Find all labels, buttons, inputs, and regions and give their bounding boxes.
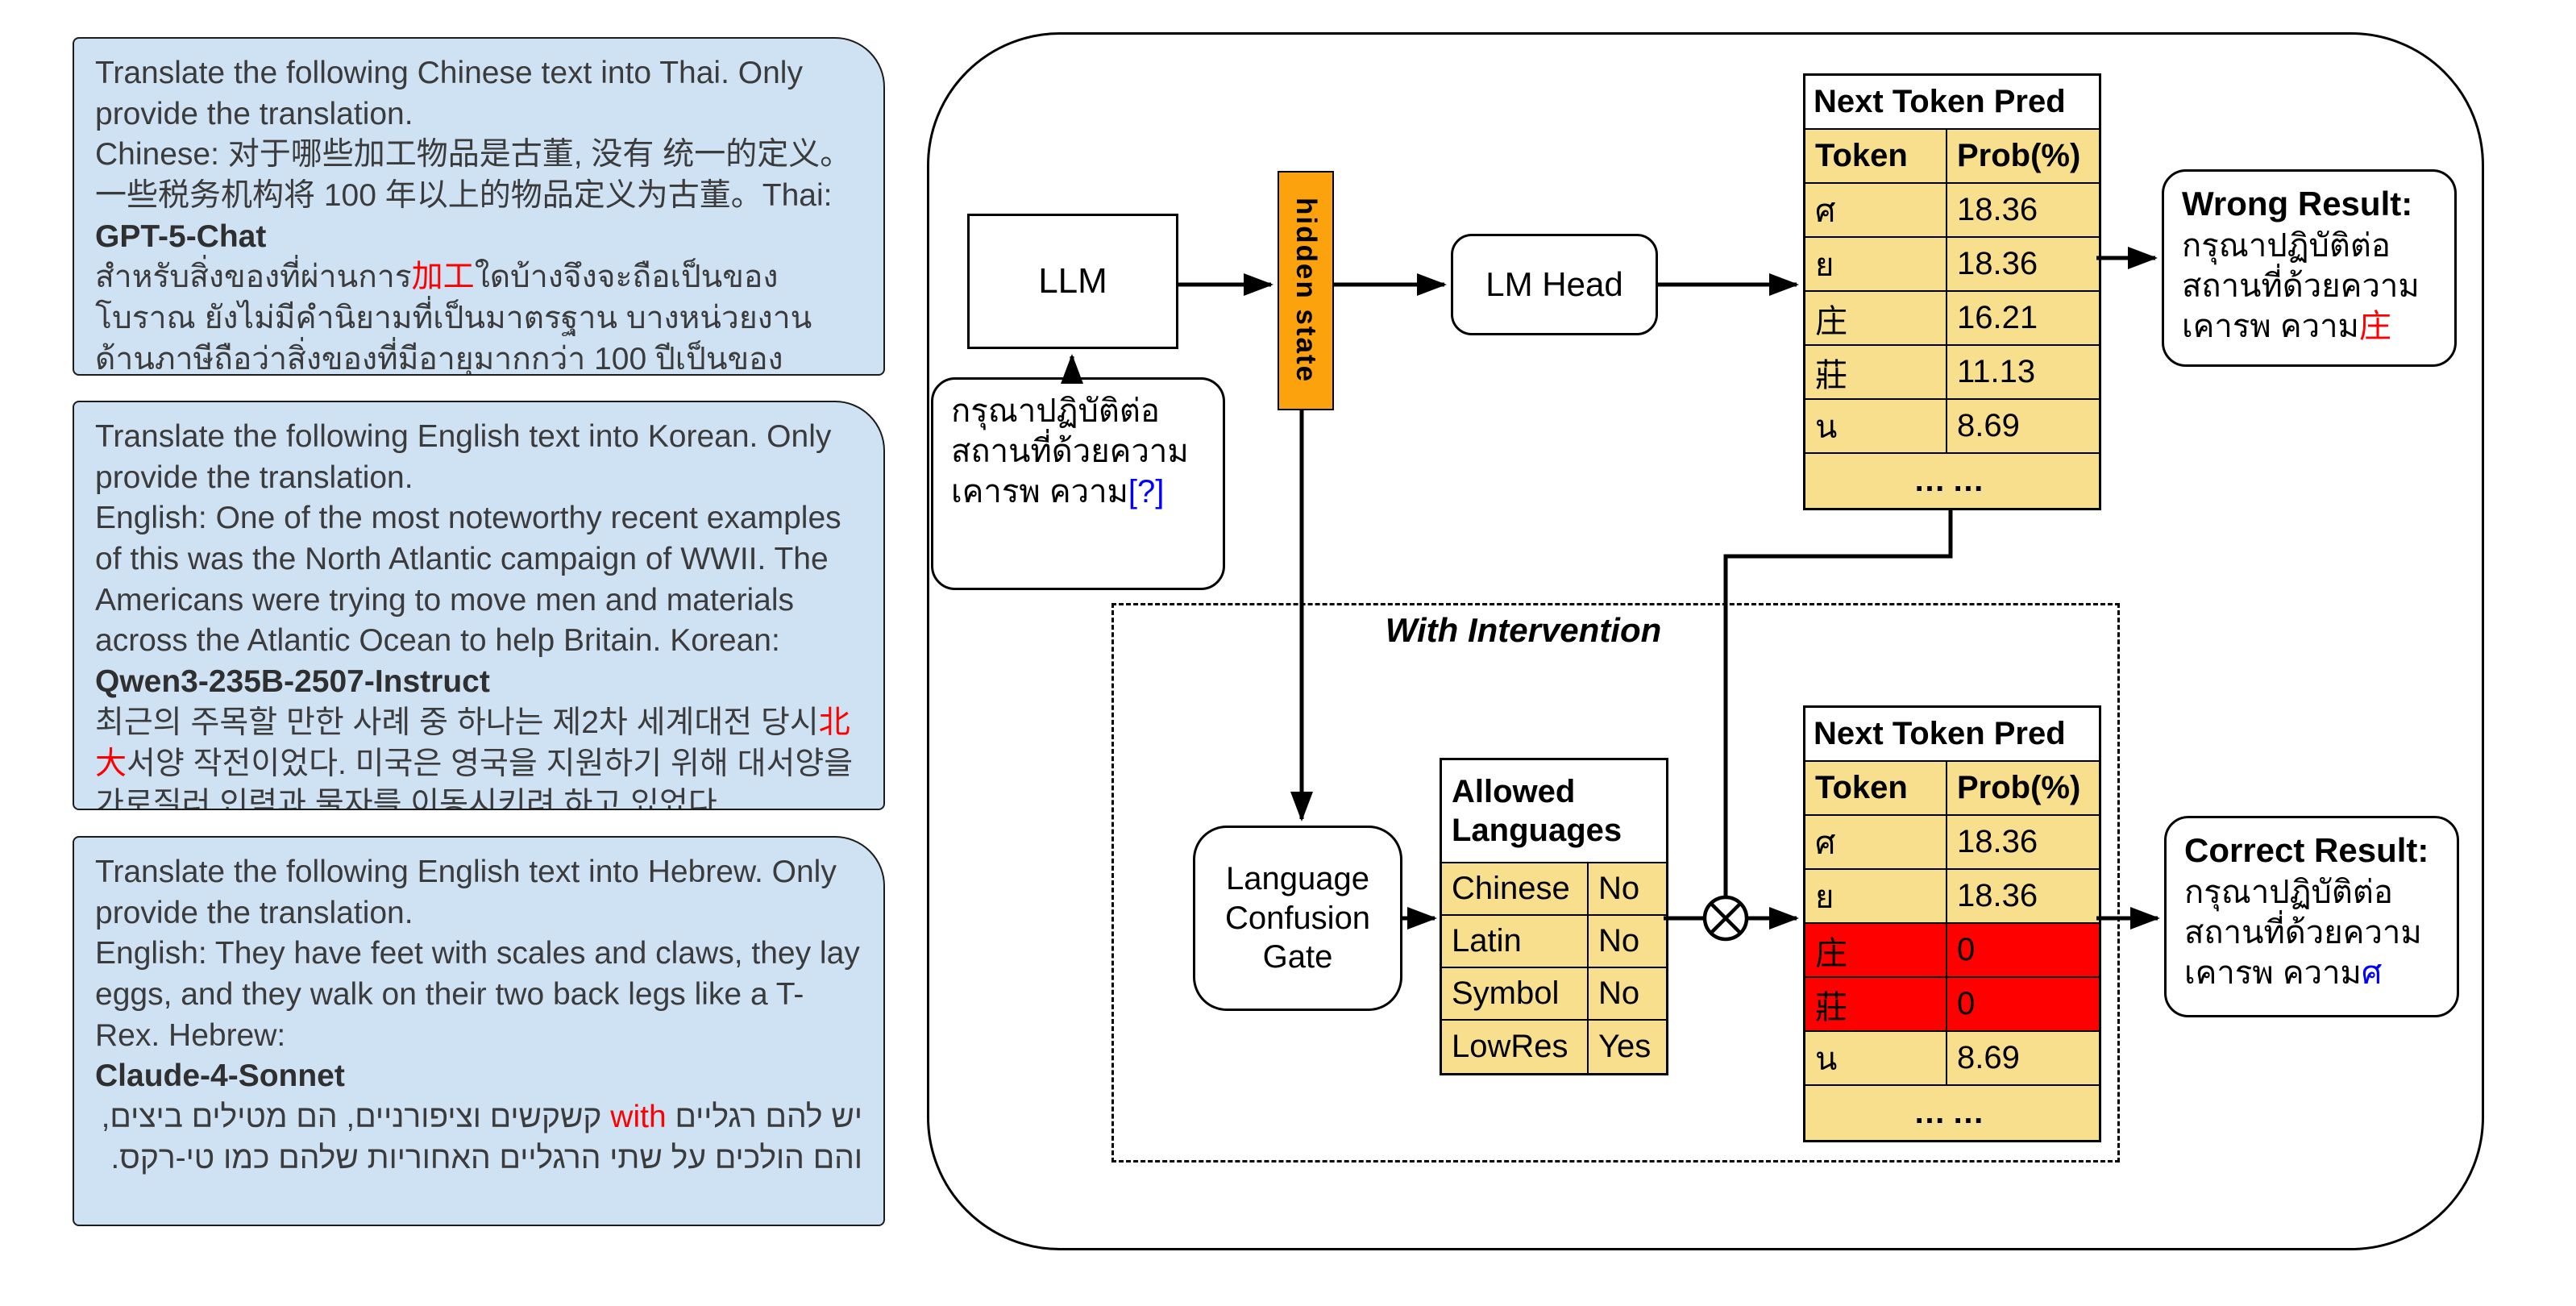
- source-text: English: They have feet with scales and …: [95, 936, 869, 1053]
- example-card-hebrew: Translate the following English text int…: [73, 836, 885, 1226]
- unknown-token: [?]: [1128, 474, 1165, 510]
- prob-cell: 16.21: [1947, 292, 2099, 346]
- token-cell-blocked: 莊: [1805, 978, 1947, 1032]
- model-output-pre: สำหรับสิ่งของที่ผ่านการ: [95, 260, 412, 295]
- language-cell: Chinese: [1442, 863, 1589, 916]
- llm-label: LLM: [1038, 261, 1107, 301]
- token-cell: ศ: [1805, 816, 1947, 870]
- lm-head-node: LM Head: [1451, 234, 1658, 335]
- column-header-prob: Prob(%): [1947, 762, 2099, 816]
- allowed-languages-table: Allowed Languages Chinese No Latin No Sy…: [1440, 758, 1668, 1075]
- prob-cell: 18.36: [1947, 184, 2099, 238]
- example-card-korean: Translate the following English text int…: [73, 401, 885, 810]
- prompt-line: เคารพ ความ: [951, 474, 1128, 510]
- example-card-thai: Translate the following Chinese text int…: [73, 37, 885, 376]
- allowed-cell: No: [1589, 968, 1666, 1021]
- model-name: Claude-4-Sonnet: [95, 1059, 345, 1094]
- token-cell: 莊: [1805, 346, 1947, 400]
- prompt-instruction: Translate the following Chinese text int…: [95, 56, 812, 131]
- prompt-line: สถานที่ด้วยความ: [951, 434, 1189, 469]
- allowed-cell: No: [1589, 863, 1666, 916]
- model-output-post: קשקשים וציפורניים, הם מטילים ביצים, והם …: [92, 1100, 862, 1175]
- result-line: เคารพ ความ: [2184, 955, 2362, 991]
- next-token-table-baseline: Next Token Pred Token Prob(%) ศ 18.36 ย …: [1803, 73, 2101, 510]
- language-cell: Symbol: [1442, 968, 1589, 1021]
- hidden-state-node: hidden state: [1278, 171, 1334, 410]
- token-cell: ย: [1805, 870, 1947, 924]
- language-cell: Latin: [1442, 916, 1589, 968]
- model-output-post: 서양 작전이었다. 미국은 영국을 지원하기 위해 대서양을 가로질러 인력과 …: [95, 746, 862, 810]
- source-text: Chinese: 对于哪些加工物品是古董, 没有 统一的定义。一些税务机构将 1…: [95, 137, 852, 214]
- model-output-pre: 최근의 주목할 만한 사례 중 하나는 제2차 세계대전 당시: [95, 705, 819, 740]
- ellipsis-row: ……: [1913, 463, 1991, 498]
- prob-cell: 8.69: [1947, 400, 2099, 454]
- correct-result-title: Correct Result:: [2184, 831, 2429, 869]
- token-cell: ศ: [1805, 184, 1947, 238]
- code-switch-error: 北大: [95, 705, 850, 781]
- result-line: กรุณาปฏิบัติต่อ: [2182, 227, 2391, 264]
- wrong-token: 庄: [2358, 308, 2391, 344]
- correct-result-bubble: Correct Result: กรุณาปฏิบัติต่อ สถานที่ด…: [2164, 816, 2459, 1017]
- code-switch-error: with: [610, 1100, 667, 1135]
- language-cell: LowRes: [1442, 1021, 1589, 1073]
- model-name: GPT-5-Chat: [95, 218, 267, 254]
- input-prompt-bubble: กรุณาปฏิบัติต่อ สถานที่ด้วยความ เคารพ คว…: [931, 377, 1225, 590]
- column-header-token: Token: [1805, 762, 1947, 816]
- result-line: เคารพ ความ: [2182, 308, 2359, 344]
- with-intervention-label: With Intervention: [1385, 611, 1662, 649]
- wrong-result-bubble: Wrong Result: กรุณาปฏิบัติต่อ สถานที่ด้ว…: [2162, 169, 2457, 367]
- column-header-token: Token: [1805, 130, 1947, 184]
- prob-cell: 18.36: [1947, 816, 2099, 870]
- prompt-line: กรุณาปฏิบัติต่อ: [951, 393, 1160, 429]
- token-cell: 庄: [1805, 292, 1947, 346]
- llm-node: LLM: [967, 214, 1178, 349]
- token-cell: น: [1805, 400, 1947, 454]
- model-output-pre: יש להם רגליים: [666, 1100, 862, 1135]
- result-line: กรุณาปฏิบัติต่อ: [2184, 874, 2393, 910]
- correct-token: ศ: [2361, 955, 2383, 991]
- token-cell: น: [1805, 1032, 1947, 1086]
- token-cell-blocked: 庄: [1805, 924, 1947, 978]
- model-output-rtl: יש להם רגליים with קשקשים וציפורניים, הם…: [95, 1097, 862, 1179]
- allowed-cell: No: [1589, 916, 1666, 968]
- ellipsis-row: ……: [1913, 1095, 1991, 1130]
- prob-cell: 8.69: [1947, 1032, 2099, 1086]
- allowed-cell: Yes: [1598, 1029, 1652, 1064]
- table-title: Next Token Pred: [1805, 76, 2099, 130]
- prob-cell-blocked: 0: [1947, 924, 2099, 978]
- prob-cell: 18.36: [1947, 870, 2099, 924]
- lm-head-label: LM Head: [1485, 265, 1623, 303]
- language-confusion-gate-node: Language Confusion Gate: [1193, 826, 1402, 1011]
- model-name: Qwen3-235B-2507-Instruct: [95, 664, 490, 700]
- prob-cell: 18.36: [1947, 238, 2099, 292]
- with-intervention-region: [1111, 603, 2120, 1163]
- table-title: Next Token Pred: [1805, 708, 2099, 762]
- hidden-state-label: hidden state: [1290, 198, 1322, 384]
- column-header-prob: Prob(%): [1947, 130, 2099, 184]
- gate-label: Language Confusion Gate: [1224, 860, 1371, 975]
- result-line: สถานที่ด้วยความ: [2182, 268, 2420, 304]
- result-line: สถานที่ด้วยความ: [2184, 914, 2422, 950]
- prompt-instruction: Translate the following English text int…: [95, 419, 841, 495]
- token-cell: ย: [1805, 238, 1947, 292]
- model-output-post: ใดบ้างจึงจะถือเป็นของโบราณ ยังไม่มีคำนิย…: [95, 260, 812, 376]
- prompt-instruction: Translate the following English text int…: [95, 855, 846, 930]
- source-text: English: One of the most noteworthy rece…: [95, 501, 850, 659]
- prob-cell: 11.13: [1947, 346, 2099, 400]
- code-switch-error: 加工: [411, 260, 475, 295]
- table-title: Allowed Languages: [1442, 760, 1666, 863]
- wrong-result-title: Wrong Result:: [2182, 185, 2413, 223]
- prob-cell-blocked: 0: [1947, 978, 2099, 1032]
- next-token-table-gated: Next Token Pred Token Prob(%) ศ 18.36 ย …: [1803, 705, 2101, 1142]
